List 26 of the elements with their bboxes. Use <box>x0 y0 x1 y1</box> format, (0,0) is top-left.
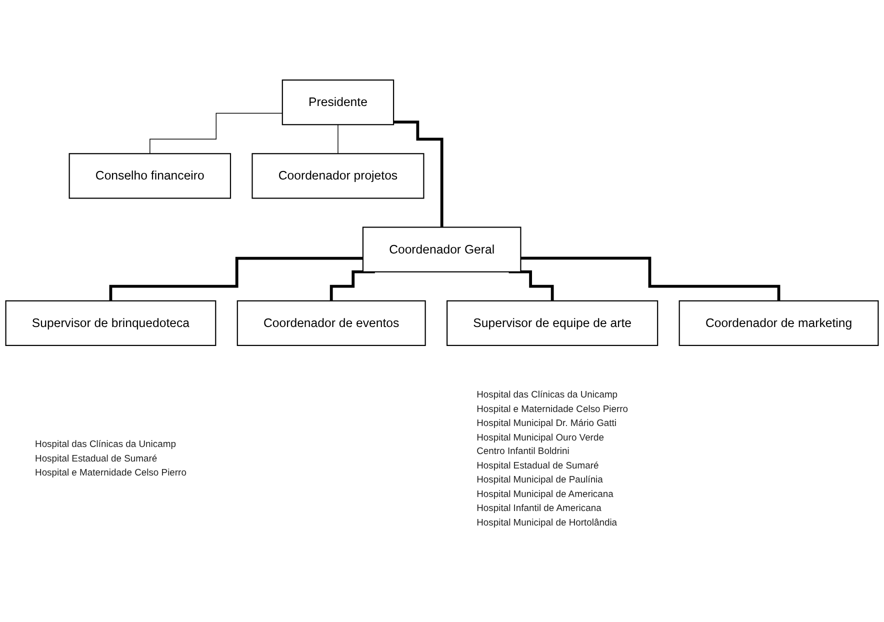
connector-line <box>394 120 444 229</box>
node-label: Hospital Municipal Ouro Verde <box>476 431 604 442</box>
node-label: Hospital Municipal de Hortolândia <box>476 516 618 528</box>
node-label: Hospital e Maternidade Celso Pierro <box>476 403 628 414</box>
node-label: Hospital Municipal de Americana <box>476 488 614 499</box>
org-box: Coordenador projetos <box>252 153 424 199</box>
org-box: Coordenador de marketing <box>678 300 879 346</box>
org-box: Coordenador de eventos <box>236 300 426 346</box>
node-label: Hospital Infantil de Americana <box>476 502 602 513</box>
org-box: Supervisor de equipe de arte <box>446 300 658 346</box>
hospital-list: Hospital das Clínicas da Unicamp Hospital e Maternidade Celso Pierro Hospital Municipal Dr. Mário Gatti Hospital Municipal Ouro Verde Centro Infantil Boldrini Hospital Estadual de Sumaré Hospital Municipal de Paulínia Hospital Municipal de Americana Hospital Infantil de Americana Hospital Municipal de Hortolândia <box>476 388 628 528</box>
connector-line <box>508 270 554 302</box>
org-box: Coordenador Geral <box>362 226 522 272</box>
org-box: Presidente <box>282 80 394 126</box>
hospital-list: Hospital das Clínicas da Unicamp Hospital Estadual de Sumaré Hospital e Maternidade Celso Pierro <box>35 438 186 478</box>
node-label: Centro Infantil Boldrini <box>476 446 570 456</box>
connector-line <box>330 270 375 302</box>
connector-line <box>520 256 780 302</box>
node-label: Hospital das Clínicas da Unicamp <box>476 388 618 400</box>
connector-line <box>150 112 283 154</box>
node-label: Hospital Estadual de Sumaré <box>476 460 599 471</box>
org-box: Supervisor de brinquedoteca <box>5 300 216 346</box>
node-label: Hospital Municipal Dr. Mário Gatti <box>476 417 616 428</box>
node-label: Hospital Municipal de Paulínia <box>476 474 603 485</box>
org-box: Conselho financeiro <box>68 153 232 199</box>
connector-line <box>109 256 363 302</box>
